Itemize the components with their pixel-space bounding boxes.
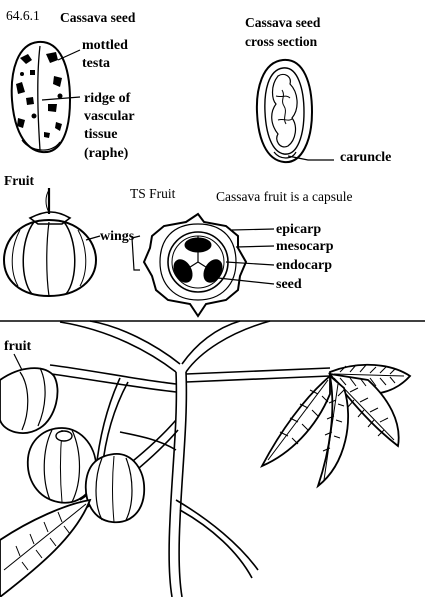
cross-section-drawing	[255, 58, 314, 164]
seed-leader-lines	[41, 49, 81, 101]
caruncle-leader	[287, 155, 334, 161]
label-tissue: tissue	[84, 127, 117, 142]
branch-fruit-leader	[13, 353, 23, 371]
leaf-veins	[3, 364, 405, 571]
wings-leader-left	[85, 235, 101, 241]
cross-section-title-1: Cassava seed	[245, 15, 321, 30]
ts-fruit-drawing	[142, 212, 248, 318]
seed-drawing	[10, 40, 72, 154]
ts-fruit-seeds	[173, 237, 223, 283]
label-seed: seed	[276, 277, 302, 292]
label-ridge-of: ridge of	[84, 91, 131, 106]
branch-fruits	[0, 367, 145, 524]
label-branch-fruit: fruit	[4, 339, 32, 354]
label-mottled: mottled	[82, 38, 128, 53]
label-endocarp: endocarp	[276, 258, 332, 273]
seed-mottles	[16, 52, 63, 138]
ts-fruit-leaders	[217, 228, 275, 285]
label-mesocarp: mesocarp	[276, 239, 334, 254]
label-wings: wings	[100, 229, 135, 244]
label-caruncle: caruncle	[340, 150, 391, 165]
fruit-title: Fruit	[4, 173, 34, 188]
label-vascular: vascular	[84, 109, 135, 124]
ts-fruit-caption: Cassava fruit is a capsule	[216, 189, 352, 204]
cross-section-title-2: cross section	[245, 34, 318, 49]
seed-title: Cassava seed	[60, 10, 136, 25]
wings-leader-right	[131, 235, 141, 271]
ts-fruit-title: TS Fruit	[130, 186, 176, 201]
label-testa: testa	[82, 56, 110, 71]
label-epicarp: epicarp	[276, 222, 321, 237]
branch-stems	[49, 320, 331, 598]
label-raphe: (raphe)	[84, 146, 129, 161]
figure-id: 64.6.1	[6, 8, 40, 23]
fruit-drawing	[2, 188, 98, 298]
